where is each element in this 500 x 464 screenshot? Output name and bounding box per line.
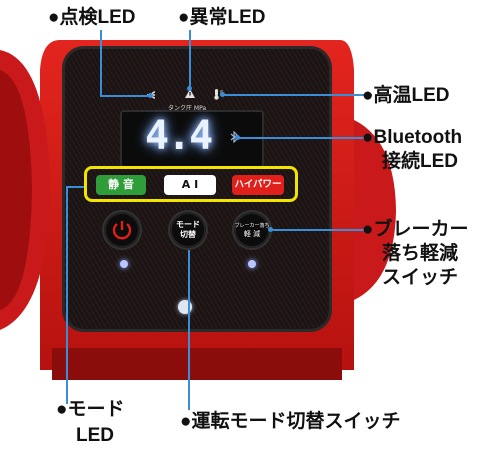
- mode-quiet-led: 静 音: [96, 175, 146, 195]
- mode-led-callout-1: ●モード: [56, 399, 125, 420]
- breaker-callout-3: スイッチ: [382, 267, 459, 288]
- callout-point: [220, 92, 225, 97]
- callout-line: [270, 229, 370, 231]
- callout-line: [189, 30, 191, 88]
- power-led: [120, 260, 128, 268]
- callout-point: [148, 93, 153, 98]
- breaker-callout-2: 落ち軽減: [382, 243, 459, 264]
- callout-point: [235, 135, 240, 140]
- high-temp-led-callout: ●高温LED: [362, 85, 450, 106]
- callout-line: [222, 94, 372, 96]
- callout-line: [188, 250, 190, 410]
- mode-switch-button[interactable]: モード 切替: [170, 212, 206, 248]
- mode-highpower-led: ハイパワー: [232, 175, 284, 195]
- mode-switch-callout: ●運転モード切替スイッチ: [180, 411, 401, 432]
- callout-line: [100, 30, 102, 95]
- callout-line: [66, 186, 68, 404]
- power-icon: [112, 221, 132, 240]
- bluetooth-led-callout-1: ●Bluetooth: [362, 127, 463, 148]
- breaker-led: [248, 260, 256, 268]
- breaker-reduction-button[interactable]: ブレーカー落ち 軽 減: [234, 212, 270, 248]
- breaker-label-1: ブレーカー落ち: [234, 223, 270, 229]
- callout-line: [66, 186, 84, 188]
- callout-point: [187, 86, 192, 91]
- callout-line: [100, 95, 150, 97]
- bluetooth-led-callout-2: 接続LED: [382, 151, 459, 172]
- tank-pressure-label: タンク圧 MPa: [168, 105, 207, 112]
- mode-switch-label-2: 切替: [180, 230, 196, 239]
- mode-led-callout-2: LED: [76, 425, 114, 446]
- error-led-callout: ●異常LED: [178, 7, 266, 28]
- pressure-value: 4.4: [145, 113, 213, 159]
- bottom-indicator-icon: [178, 300, 192, 314]
- callout-point: [268, 227, 273, 232]
- callout-line: [238, 137, 372, 139]
- mode-switch-label-1: モード: [176, 220, 200, 229]
- warning-icon: [184, 88, 196, 102]
- inspection-led-callout: ●点検LED: [48, 7, 136, 28]
- mode-led-group: [84, 166, 298, 202]
- power-button[interactable]: [104, 212, 140, 248]
- breaker-callout-1: ●ブレーカー: [362, 219, 469, 240]
- mode-ai-led: A I: [164, 175, 216, 195]
- breaker-label-2: 軽 減: [243, 230, 261, 238]
